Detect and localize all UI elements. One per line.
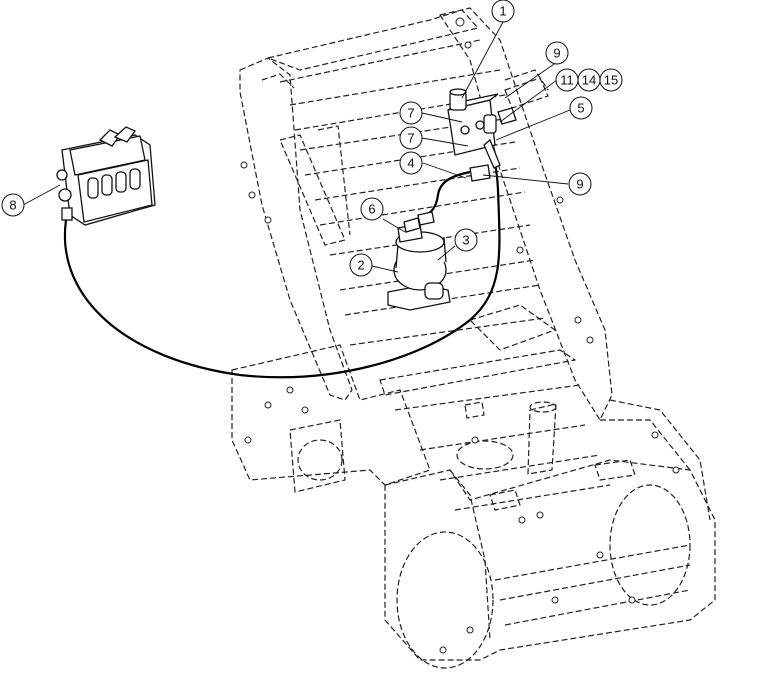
callout-11: 11 xyxy=(555,68,579,92)
callout-label: 2 xyxy=(357,258,364,273)
callout-label: 11 xyxy=(560,73,574,88)
callout-3: 3 xyxy=(454,228,478,252)
callout-label: 4 xyxy=(407,156,414,171)
callout-4: 4 xyxy=(399,151,423,175)
callout-label: 3 xyxy=(462,233,469,248)
callout-7-upper: 7 xyxy=(399,101,423,125)
callout-label: 8 xyxy=(9,198,16,213)
callout-label: 9 xyxy=(576,177,583,192)
callout-15: 15 xyxy=(599,68,623,92)
callout-14: 14 xyxy=(577,68,601,92)
callout-label: 7 xyxy=(407,131,414,146)
leader-lines xyxy=(22,21,571,273)
callout-label: 7 xyxy=(407,106,414,121)
callout-label: 9 xyxy=(553,46,560,61)
callout-label: 1 xyxy=(499,4,506,19)
callout-label: 6 xyxy=(368,202,375,217)
accumulator-assembly xyxy=(387,211,451,311)
control-valve-block xyxy=(56,126,156,226)
pilot-valve-assembly xyxy=(447,88,517,182)
callout-1: 1 xyxy=(491,0,515,23)
callout-5: 5 xyxy=(569,96,593,120)
callout-label: 14 xyxy=(582,73,596,88)
callout-6: 6 xyxy=(360,197,384,221)
callout-7-lower: 7 xyxy=(399,126,423,150)
callout-label: 5 xyxy=(577,101,584,116)
callout-9-top: 9 xyxy=(545,41,569,65)
callout-2: 2 xyxy=(349,253,373,277)
callout-9-lower: 9 xyxy=(568,172,592,196)
callout-8: 8 xyxy=(1,193,25,217)
hydraulic-hose xyxy=(63,149,501,379)
callout-label: 15 xyxy=(604,73,618,88)
